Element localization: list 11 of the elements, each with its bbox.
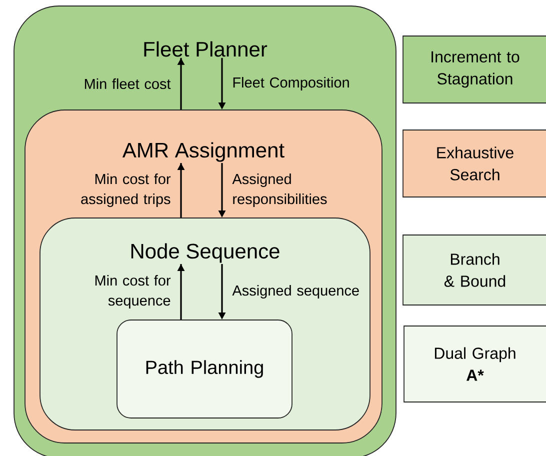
edge-label: Min cost for sequence <box>95 275 171 309</box>
edge-label: Assigned sequence <box>232 285 359 299</box>
edge-label: Min fleet cost <box>84 78 171 90</box>
method-box: Branch & Bound <box>402 234 546 306</box>
edge-label: Assigned responsibilities <box>232 174 327 208</box>
edge-label: Min cost for assigned trips <box>81 174 171 208</box>
edge-label: Fleet Composition <box>233 76 349 90</box>
method-box: Exhaustive Search <box>402 130 546 198</box>
method-box: Dual Graph A* <box>404 326 546 402</box>
method-box: Increment to Stagnation <box>402 36 546 104</box>
planning-box: Path Planning <box>116 320 292 418</box>
